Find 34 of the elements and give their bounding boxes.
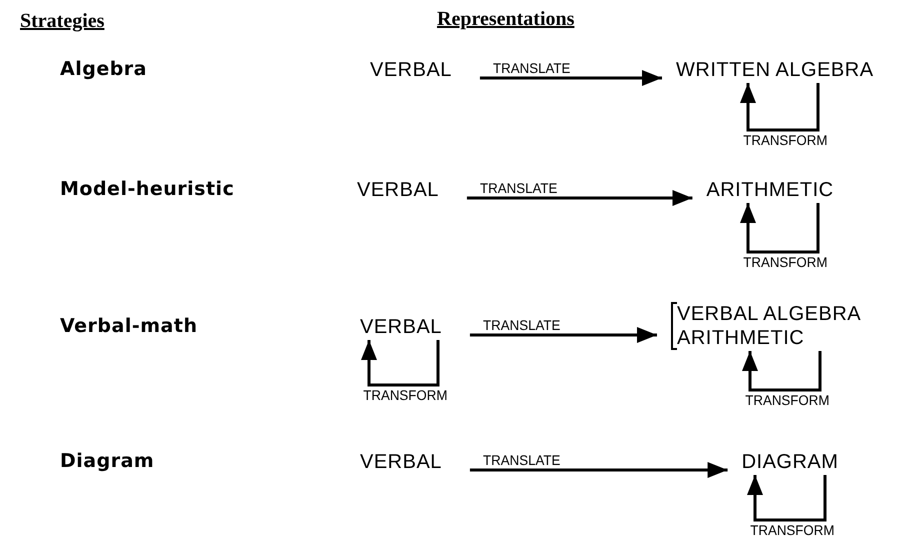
representation-text: VERBAL	[360, 315, 442, 339]
strategy-name: Verbal-math	[60, 315, 198, 337]
representation-text: ARITHMETIC	[706, 178, 834, 202]
edge-label: TRANSLATE	[483, 452, 561, 468]
edge-label: TRANSFORM	[743, 254, 828, 270]
loop-arrow	[742, 351, 822, 392]
edge-label: TRANSFORM	[745, 392, 830, 408]
bracket-group	[671, 302, 862, 350]
representation-text: VERBAL	[357, 178, 439, 202]
strategy-name: Diagram	[60, 450, 154, 472]
loop-arrow	[361, 340, 440, 386]
representation-text: DIAGRAM	[742, 450, 838, 474]
edge-label: TRANSFORM	[750, 522, 834, 538]
loop-arrow	[747, 475, 826, 522]
representation-text: VERBAL	[370, 58, 452, 82]
loop-arrow	[740, 203, 820, 254]
strategy-name: Algebra	[60, 58, 147, 80]
edge-label: TRANSLATE	[493, 60, 571, 76]
edge-label: TRANSLATE	[480, 180, 558, 196]
strategy-name: Model-heuristic	[60, 178, 234, 200]
edge-label: TRANSFORM	[743, 132, 828, 148]
representation-text: ARITHMETIC	[677, 326, 806, 350]
edge-label: TRANSFORM	[364, 387, 448, 403]
representation-text: WRITTEN ALGEBRA	[676, 58, 874, 82]
representation-text: VERBAL ALGEBRA	[677, 302, 862, 326]
column-heading: Representations	[437, 8, 574, 31]
edge-label: TRANSLATE	[483, 317, 561, 333]
arrow	[470, 327, 657, 343]
column-heading: Strategies	[20, 10, 104, 33]
arrow	[480, 70, 662, 86]
loop-arrow	[740, 83, 820, 132]
representation-text: VERBAL	[360, 450, 442, 474]
arrow	[470, 462, 728, 478]
arrow	[466, 190, 692, 206]
